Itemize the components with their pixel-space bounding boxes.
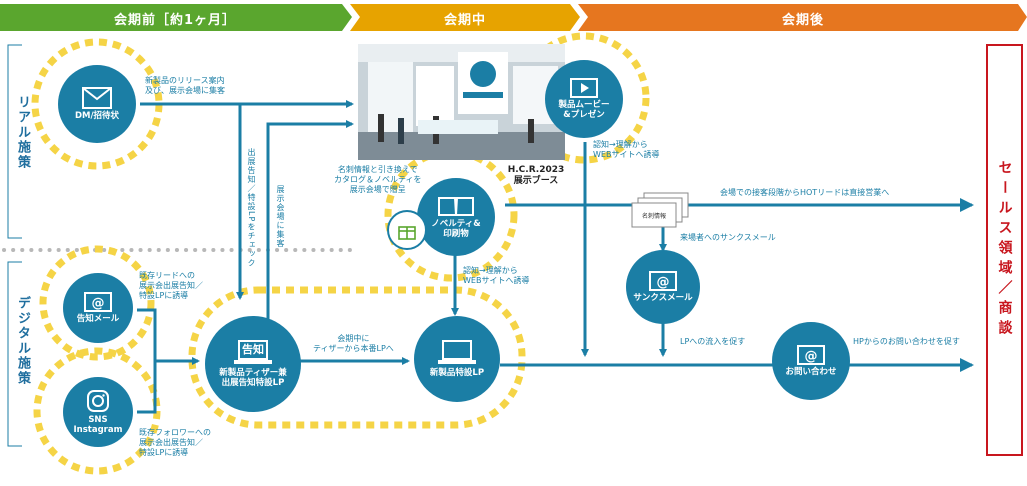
teaser-node: 新製品ティザー兼 出展告知特設LP — [205, 316, 301, 412]
inquiry-label: お問い合わせ — [785, 367, 837, 377]
svg-text:@: @ — [805, 349, 818, 364]
note-lp-inflow: LPへの流入を促す — [680, 337, 746, 346]
booth-image — [358, 44, 565, 160]
note-thanks-mail: 来場者へのサンクスメール — [680, 233, 776, 242]
phase-label-after: 会期後 — [781, 12, 824, 28]
notice-mail-node: @ 告知メール — [63, 273, 133, 343]
gift-icon — [398, 226, 416, 240]
sales-area-box: セールス領域／商談 — [986, 44, 1023, 456]
sns-ring — [33, 347, 161, 475]
at-mail-icon: @ — [649, 271, 677, 291]
note-novelty: 名刺情報と引き換えで カタログ＆ノベルティを 展示会場で贈呈 — [334, 165, 422, 194]
phase-arrow-before — [0, 4, 352, 31]
novelty-node: ノベルティ& 印刷物 — [417, 178, 495, 256]
thanks-node: @ サンクスメール — [626, 250, 700, 324]
movie-node: 製品ムービー &プレゼン — [545, 60, 623, 138]
booth-caption: H.C.R.2023 展示ブース — [507, 165, 565, 186]
note-sns: 既存フォロワーへの 展示会出展告知／ 特設LPに誘導 — [139, 428, 211, 457]
movie-ring — [518, 32, 650, 164]
inquiry-node: @ お問い合わせ — [772, 322, 850, 400]
lp-ring — [188, 286, 526, 429]
business-card-stack — [631, 192, 689, 228]
lp-label: 新製品特設LP — [429, 368, 485, 378]
sales-area-label: セールス領域／商談 — [996, 160, 1013, 340]
phase-label-during: 会期中 — [443, 12, 486, 28]
lp-node: 新製品特設LP — [414, 316, 500, 402]
note-dm-to-booth: 新製品のリリース案内 及び、展示会場に集客 — [145, 76, 225, 95]
laptop-icon — [438, 340, 476, 364]
phase-arrow-after — [578, 4, 1027, 31]
note-lp-check: 出展告知／特設LPをチェック — [247, 148, 256, 268]
video-icon — [570, 78, 598, 98]
side-label-real: リアル施策 — [15, 95, 30, 170]
note-attract: 展示会場に集客 — [276, 185, 285, 248]
novelty-label: ノベルティ& 印刷物 — [431, 219, 481, 239]
note-notice-mail: 既存リードへの 展示会出展告知／ 特設LPに誘導 — [139, 271, 203, 300]
note-teaser-to-lp: 会期中に ティザーから本番LPへ — [313, 334, 394, 353]
dm-label: DM/招待状 — [74, 111, 120, 121]
phase-arrow-during — [350, 4, 580, 31]
book-icon — [438, 197, 474, 216]
digital-bracket — [7, 261, 22, 447]
sns-node: SNS Instagram — [63, 377, 133, 447]
teaser-badge: 告知 — [242, 343, 264, 356]
booth-photo — [358, 44, 565, 160]
notice-mail-ring — [39, 245, 155, 361]
phase-header — [0, 4, 1027, 31]
sns-label: SNS Instagram — [73, 415, 123, 435]
at-mail-icon: @ — [84, 292, 112, 312]
real-bracket — [7, 44, 22, 239]
laptop-icon — [234, 340, 272, 364]
phase-label-before: 会期前［約1ヶ月］ — [113, 12, 237, 28]
note-inquiry: HPからのお問い合わせを促す — [853, 337, 960, 346]
movie-label: 製品ムービー &プレゼン — [558, 100, 610, 120]
notice-mail-label: 告知メール — [76, 314, 120, 324]
instagram-icon — [87, 390, 109, 412]
gift-node — [387, 210, 427, 250]
note-direct-sales: 会場での接客段階からHOTリードは直接営業へ — [720, 188, 890, 197]
thanks-label: サンクスメール — [633, 293, 693, 303]
note-novelty-to-lp: 認知→理解から WEBサイトへ誘導 — [463, 266, 530, 285]
side-label-digital: デジタル施策 — [15, 296, 30, 386]
svg-text:@: @ — [92, 296, 105, 311]
svg-text:@: @ — [657, 275, 670, 290]
note-movie: 認知→理解から WEBサイトへ誘導 — [593, 140, 660, 159]
envelope-icon — [82, 87, 112, 109]
dm-node: DM/招待状 — [58, 65, 136, 143]
teaser-label: 新製品ティザー兼 出展告知特設LP — [219, 368, 287, 388]
card-label: 名刺情報 — [641, 212, 666, 220]
at-mail-icon: @ — [797, 345, 825, 365]
